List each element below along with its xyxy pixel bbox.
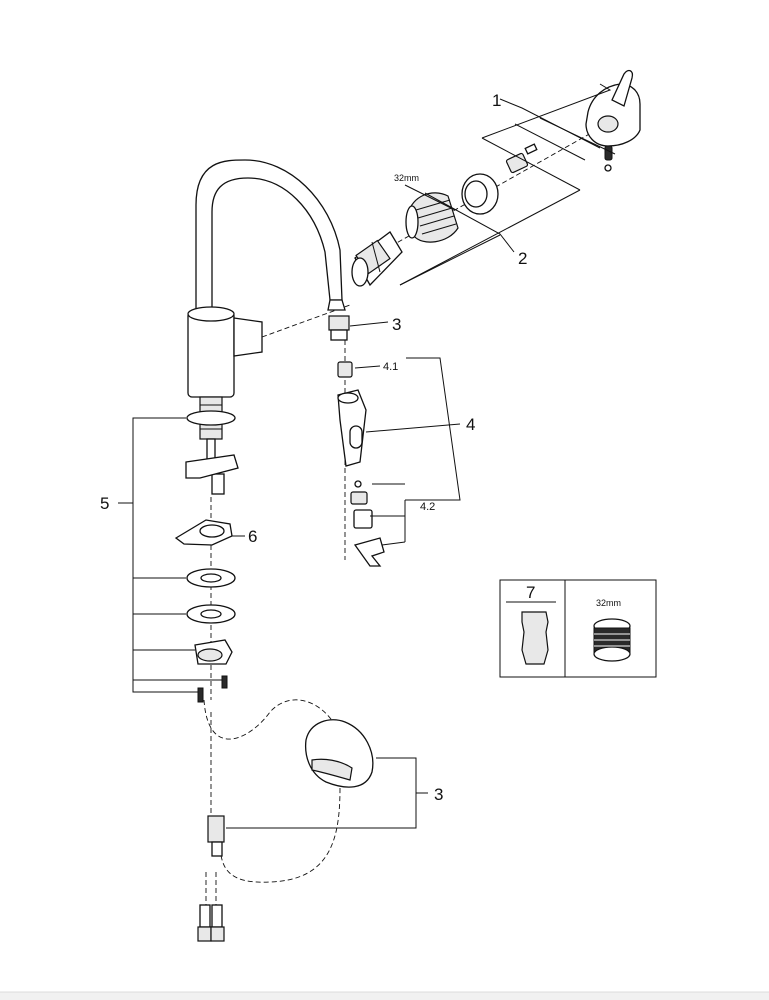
- callout-1: 1: [492, 91, 501, 110]
- handle-adapter: [505, 152, 529, 174]
- spray-head: [337, 361, 461, 567]
- callout-3-spray: 3: [392, 315, 401, 334]
- mounting-parts: [118, 410, 245, 703]
- callout-leaders-spray: [370, 357, 461, 546]
- inset-size-label: 32mm: [596, 598, 621, 608]
- bottom-bar: [0, 992, 769, 1000]
- callout-3-weight: 3: [434, 785, 443, 804]
- cartridge: [351, 231, 403, 287]
- callout-5: 5: [100, 494, 109, 513]
- callout-leaders-top: [399, 83, 616, 286]
- callout-6: 6: [248, 527, 257, 546]
- callout-7: 7: [526, 583, 535, 602]
- callout-2: 2: [518, 249, 527, 268]
- cartridge-thread-ring: [405, 192, 459, 243]
- hose-connector-top: [327, 299, 389, 341]
- faucet-body: [185, 159, 343, 495]
- supply-hose-ends: [197, 872, 225, 942]
- handle-lever: [524, 69, 641, 172]
- cartridge-nut: [461, 173, 499, 215]
- inset-aerator: [593, 618, 631, 662]
- callout-4: 4: [466, 415, 475, 434]
- spare-parts-inset: [499, 579, 657, 678]
- cartridge-size-label: 32mm: [394, 173, 419, 183]
- hose-and-weight: [203, 699, 428, 883]
- callout-4-1: 4.1: [383, 361, 398, 373]
- callout-4-2: 4.2: [420, 501, 435, 513]
